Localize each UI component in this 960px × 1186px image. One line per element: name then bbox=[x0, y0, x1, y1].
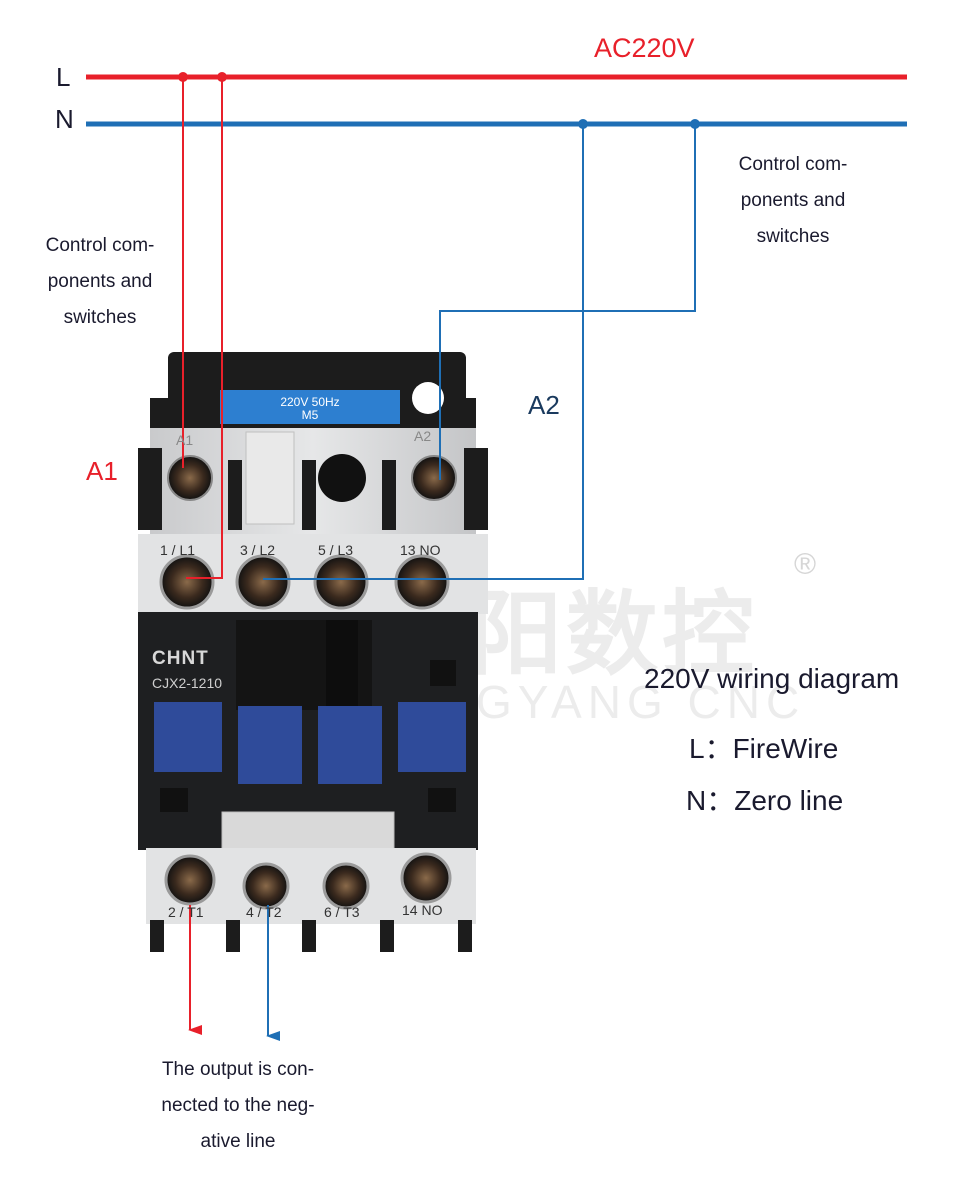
junction-n-2 bbox=[690, 119, 700, 129]
junction-n-1 bbox=[578, 119, 588, 129]
model-number: CJX2-1210 bbox=[152, 675, 223, 691]
coil-label-a1: A1 bbox=[86, 456, 118, 486]
note-output-line-3: ative line bbox=[200, 1131, 276, 1152]
legend-n-item: N：Zero line bbox=[686, 785, 844, 816]
terminal-l2: 3 / L2 bbox=[240, 542, 276, 558]
legend-title: 220V wiring diagram bbox=[644, 663, 900, 694]
note-left-line-1: Control com- bbox=[45, 235, 155, 256]
watermark-en: GYANG CNC bbox=[476, 676, 806, 728]
terminal-14no: 14 NO bbox=[402, 902, 443, 918]
watermark-cn: 阳数控 bbox=[470, 584, 759, 686]
note-right-control: Control com- ponents and switches bbox=[723, 147, 863, 255]
legend-l-item: L：FireWire bbox=[689, 733, 839, 764]
indicator-window-3 bbox=[318, 706, 382, 784]
brand-logo: CHNT bbox=[152, 648, 209, 669]
contactor-body bbox=[138, 352, 488, 952]
terminal-l1: 1 / L1 bbox=[160, 542, 196, 558]
junction-l-2 bbox=[217, 72, 227, 82]
live-wires bbox=[178, 72, 227, 1035]
note-output-line-1: The output is con- bbox=[161, 1059, 315, 1080]
neutral-wires bbox=[263, 119, 700, 1041]
wire-n-to-l2 bbox=[263, 124, 584, 580]
note-left-control: Control com- ponents and switches bbox=[30, 228, 170, 336]
coil-rating-line-2: M5 bbox=[301, 408, 319, 422]
terminal-t1: 2 / T1 bbox=[168, 904, 204, 920]
note-right-line-1: Control com- bbox=[738, 154, 848, 175]
indicator-window-1 bbox=[154, 702, 222, 772]
line-l-label: L bbox=[56, 62, 71, 92]
coil-terminal-a2: A2 bbox=[414, 428, 432, 444]
wire-l-to-l1 bbox=[186, 77, 223, 579]
indicator-window-4 bbox=[398, 702, 466, 772]
terminal-13no: 13 NO bbox=[400, 542, 441, 558]
wire-n-to-a2 bbox=[439, 124, 696, 480]
coil-label-a2: A2 bbox=[528, 390, 560, 420]
line-n-label: N bbox=[55, 104, 74, 134]
note-left-line-3: switches bbox=[63, 307, 137, 328]
note-output-line-2: nected to the neg- bbox=[161, 1095, 315, 1116]
watermark-registered: ® bbox=[794, 548, 817, 581]
note-output: The output is con- nected to the neg- at… bbox=[140, 1052, 336, 1160]
note-right-line-3: switches bbox=[756, 226, 830, 247]
note-left-line-2: ponents and bbox=[47, 271, 153, 292]
coil-rating-label bbox=[220, 390, 400, 424]
indicator-window-2 bbox=[238, 706, 302, 784]
terminal-t2: 4 / T2 bbox=[246, 904, 282, 920]
voltage-label: AC220V bbox=[594, 33, 695, 63]
coil-rating-text: 220V 50Hz M5 bbox=[220, 396, 400, 422]
junction-l-1 bbox=[178, 72, 188, 82]
coil-terminal-a1: A1 bbox=[176, 432, 194, 448]
note-right-line-2: ponents and bbox=[740, 190, 846, 211]
terminal-t3: 6 / T3 bbox=[324, 904, 360, 920]
terminal-l3: 5 / L3 bbox=[318, 542, 354, 558]
coil-rating-line-1: 220V 50Hz bbox=[280, 395, 340, 409]
